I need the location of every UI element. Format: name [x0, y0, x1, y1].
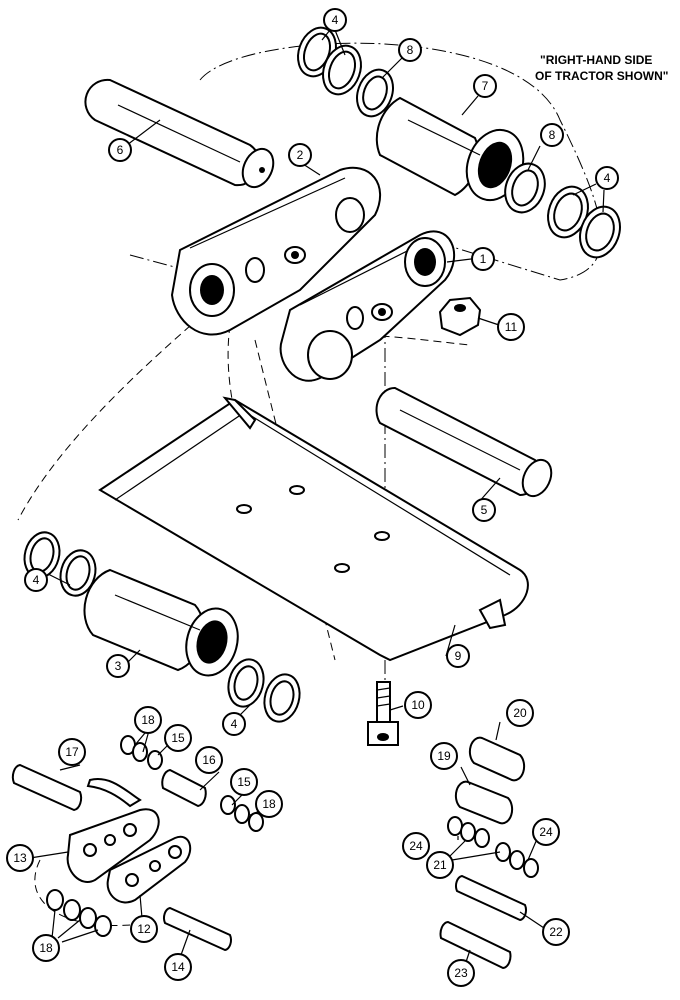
svg-text:6: 6	[117, 143, 124, 157]
svg-text:4: 4	[33, 573, 40, 587]
seal-rings-left	[23, 531, 97, 597]
callout-14: 14	[164, 953, 192, 981]
callout-16: 16	[195, 746, 223, 774]
callout-6: 6	[108, 138, 132, 162]
svg-text:9: 9	[455, 649, 462, 663]
svg-text:24: 24	[409, 839, 423, 853]
svg-text:18: 18	[39, 941, 53, 955]
callout-8a: 8	[398, 38, 422, 62]
callout-21: 21	[426, 851, 454, 879]
callout-24b: 24	[532, 818, 560, 846]
callout-7: 7	[473, 74, 497, 98]
callout-18b: 18	[255, 790, 283, 818]
pin-lower	[375, 386, 553, 498]
callout-3: 3	[106, 654, 130, 678]
nut	[438, 296, 482, 337]
service-kit-right	[439, 736, 539, 970]
callout-4c: 4	[24, 568, 48, 592]
bolt	[367, 681, 399, 746]
svg-text:4: 4	[332, 13, 339, 27]
callout-18c: 18	[32, 934, 60, 962]
svg-text:13: 13	[13, 851, 27, 865]
callout-17: 17	[58, 738, 86, 766]
svg-text:8: 8	[407, 43, 414, 57]
svg-text:15: 15	[237, 775, 251, 789]
callout-5: 5	[472, 498, 496, 522]
pin-upper	[84, 78, 275, 189]
svg-text:10: 10	[411, 698, 425, 712]
callout-10: 10	[404, 691, 432, 719]
callout-15b: 15	[230, 768, 258, 796]
svg-text:18: 18	[262, 797, 276, 811]
seal-rings-lower	[227, 658, 301, 723]
seal-rings-right	[547, 185, 621, 259]
svg-text:2: 2	[297, 148, 304, 162]
seal-right	[504, 162, 546, 214]
callout-19: 19	[430, 742, 458, 770]
callout-leaders	[29, 29, 605, 963]
svg-text:24: 24	[539, 825, 553, 839]
seal-rings-top	[297, 26, 362, 96]
callout-4b: 4	[595, 166, 619, 190]
svg-text:18: 18	[141, 713, 155, 727]
svg-text:1: 1	[480, 252, 487, 266]
callout-9: 9	[446, 644, 470, 668]
link-left	[170, 166, 381, 336]
svg-text:12: 12	[137, 922, 151, 936]
callout-24a: 24	[402, 832, 430, 860]
svg-text:4: 4	[231, 717, 238, 731]
callout-23: 23	[447, 959, 475, 987]
callout-4a: 4	[323, 8, 347, 32]
track-shoe	[98, 396, 529, 662]
svg-text:5: 5	[481, 503, 488, 517]
link-right	[279, 230, 455, 382]
callout-1: 1	[471, 247, 495, 271]
callout-11: 11	[497, 313, 525, 341]
svg-text:23: 23	[454, 966, 468, 980]
callout-12: 12	[130, 915, 158, 943]
svg-text:17: 17	[65, 745, 79, 759]
svg-text:11: 11	[505, 320, 518, 334]
svg-text:14: 14	[171, 960, 185, 974]
callout-20: 20	[506, 699, 534, 727]
svg-text:4: 4	[604, 171, 611, 185]
callout-2: 2	[288, 143, 312, 167]
callout-4d: 4	[222, 712, 246, 736]
svg-text:16: 16	[202, 753, 216, 767]
svg-text:8: 8	[549, 128, 556, 142]
callout-22: 22	[542, 918, 570, 946]
callout-8b: 8	[540, 123, 564, 147]
svg-text:20: 20	[513, 706, 527, 720]
svg-text:15: 15	[171, 731, 185, 745]
bushing-lower	[83, 568, 239, 677]
svg-text:22: 22	[549, 925, 563, 939]
svg-text:21: 21	[433, 858, 447, 872]
callout-18a: 18	[134, 706, 162, 734]
callout-15a: 15	[164, 724, 192, 752]
callout-13: 13	[6, 844, 34, 872]
svg-text:3: 3	[115, 659, 122, 673]
svg-text:7: 7	[482, 79, 489, 93]
svg-text:19: 19	[437, 749, 451, 763]
note-line-1: "RIGHT-HAND SIDE	[540, 53, 652, 67]
note-line-2: OF TRACTOR SHOWN"	[535, 69, 668, 83]
seal-upper	[356, 68, 394, 118]
